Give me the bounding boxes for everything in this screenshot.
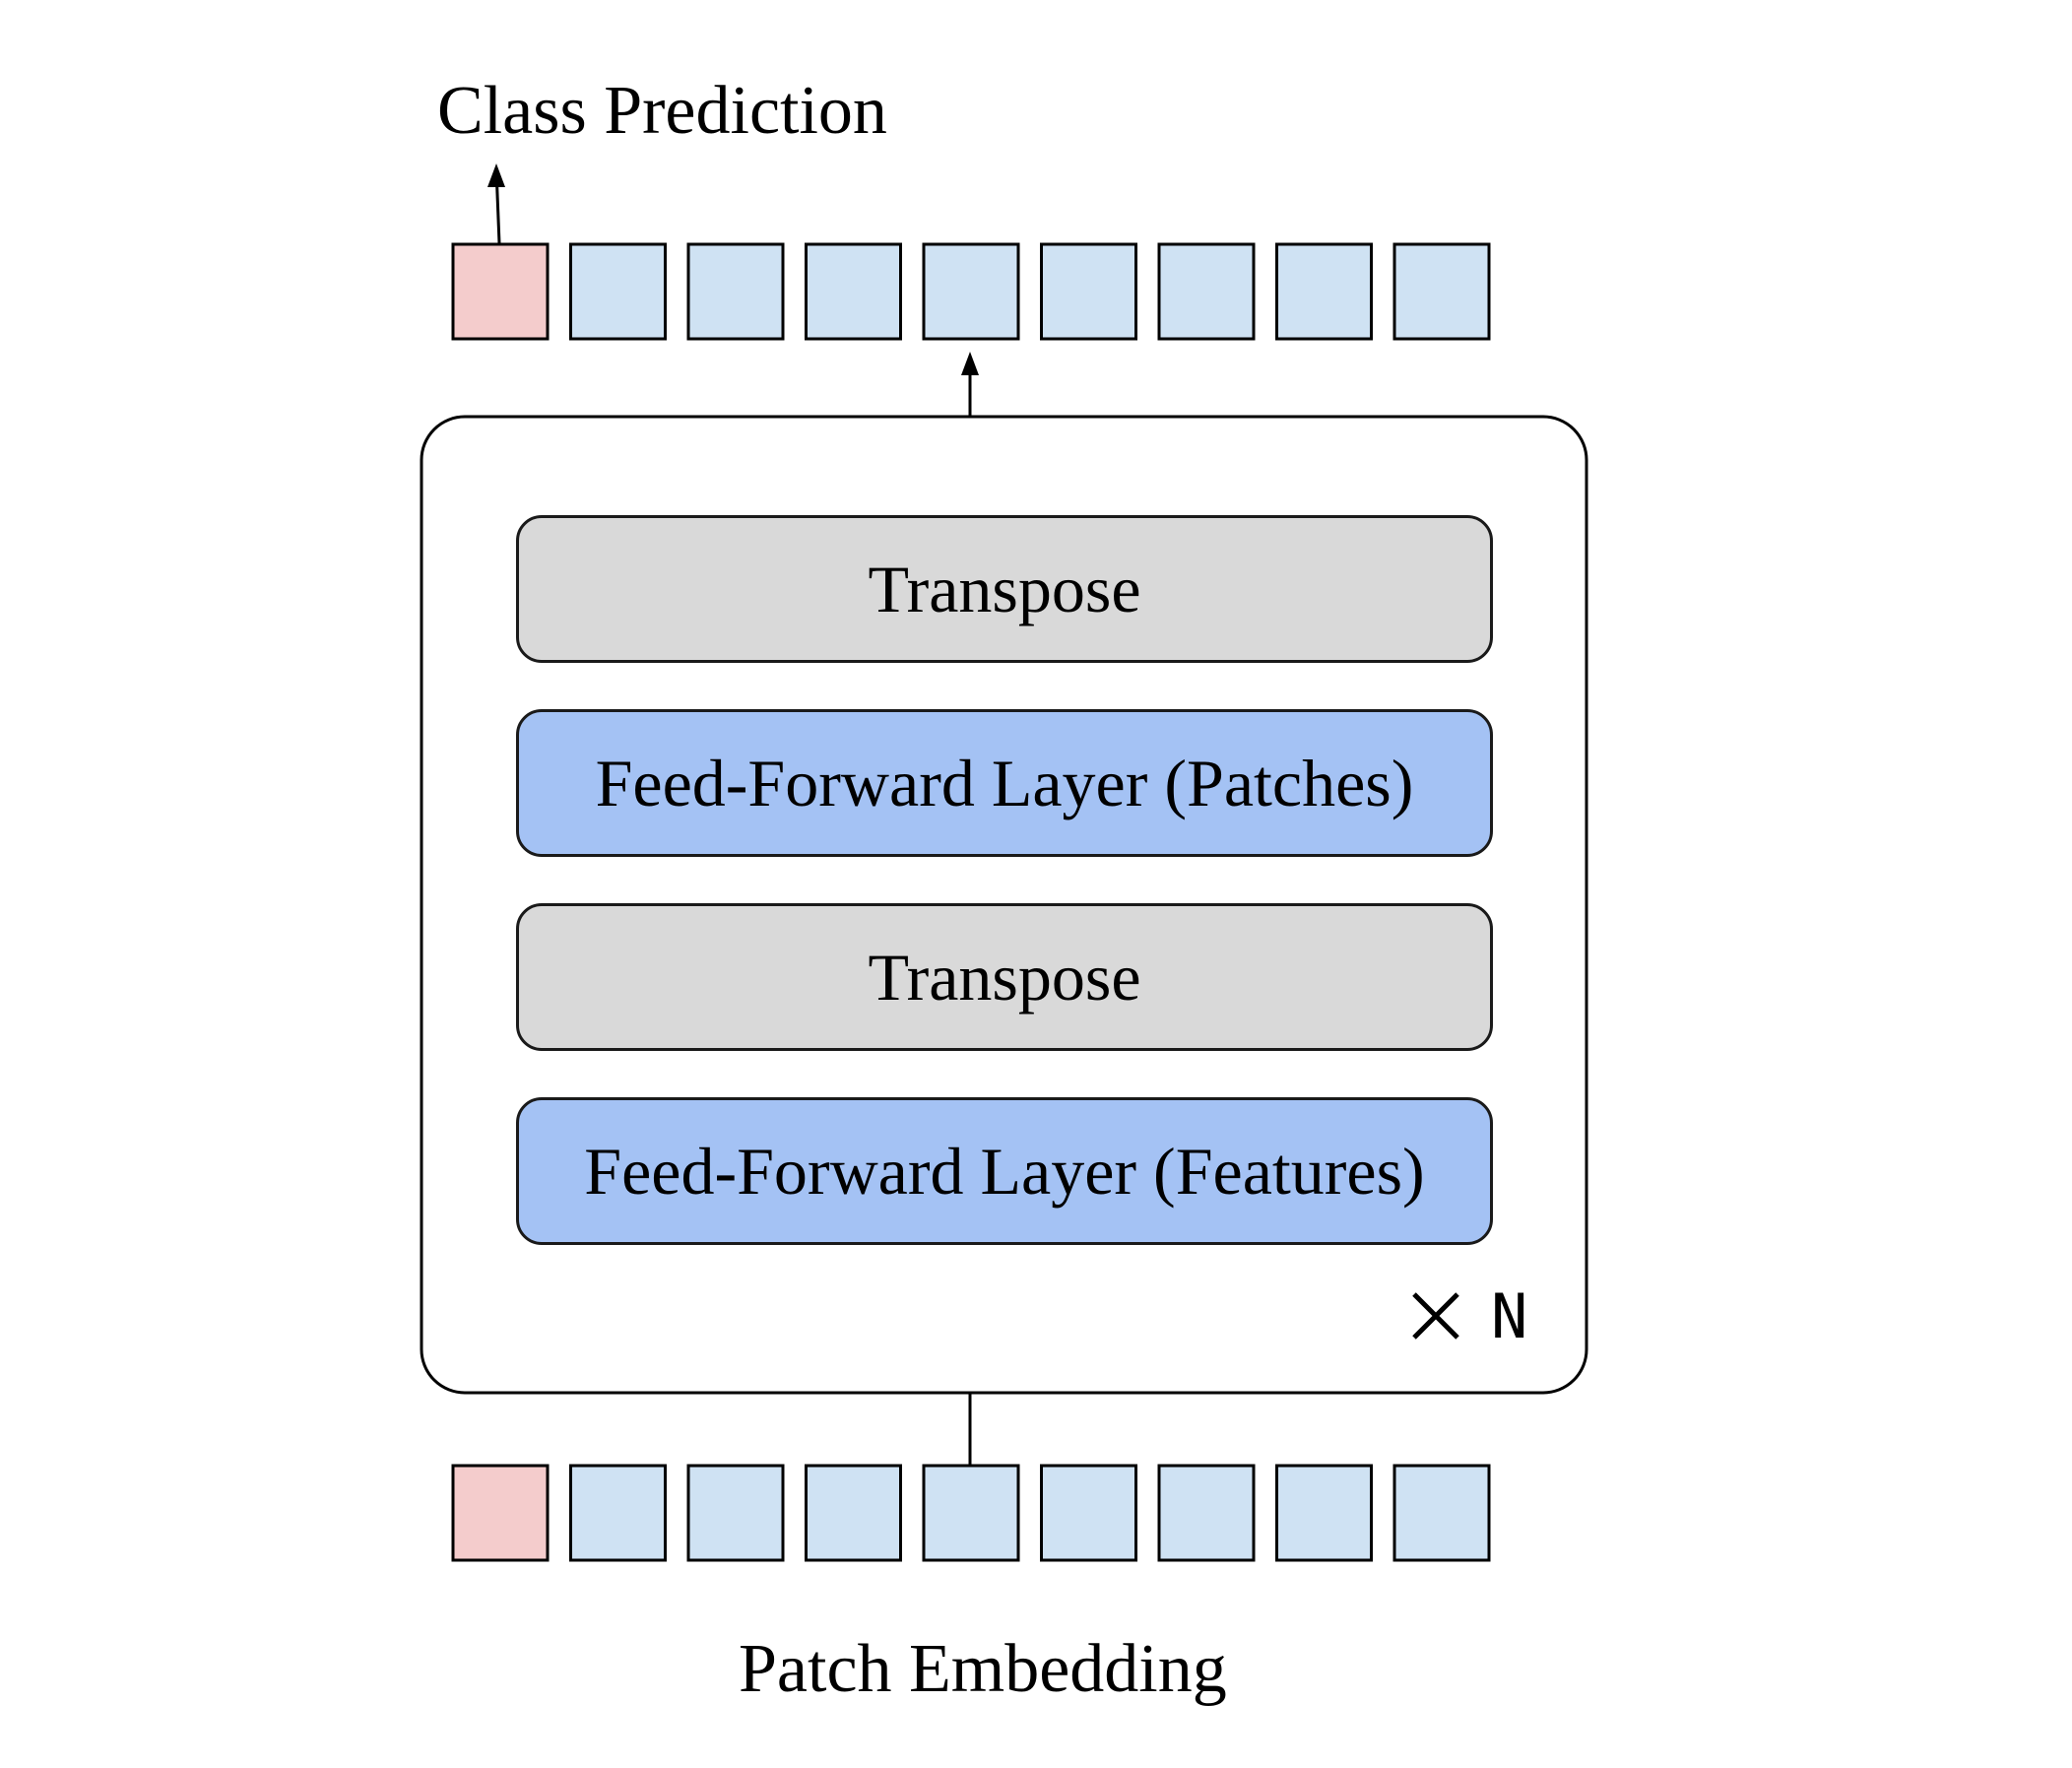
input-token-row: [451, 1464, 1491, 1562]
input-patch-token: [686, 1464, 785, 1562]
input-patch-token: [922, 1464, 1020, 1562]
output-class-token: [451, 242, 550, 341]
output-patch-token: [922, 242, 1020, 341]
output-patch-token: [1040, 242, 1137, 341]
block-output-arrow-head: [961, 352, 979, 375]
input-patch-token: [1275, 1464, 1373, 1562]
output-patch-token: [1275, 242, 1373, 341]
output-patch-token: [805, 242, 902, 341]
output-patch-token: [569, 242, 667, 341]
class-prediction-arrow-head: [487, 164, 505, 187]
repeat-count-label: N: [1491, 1280, 1528, 1352]
input-patch-token: [569, 1464, 667, 1562]
output-patch-token: [686, 242, 785, 341]
transpose-layer-top: Transpose: [516, 515, 1493, 663]
output-patch-token: [1392, 242, 1491, 341]
input-label: Patch Embedding: [739, 1631, 1227, 1707]
feed-forward-patches-layer: Feed-Forward Layer (Patches): [516, 709, 1493, 857]
feed-forward-features-layer: Feed-Forward Layer (Features): [516, 1097, 1493, 1245]
output-patch-token: [1157, 242, 1256, 341]
output-token-row: [451, 242, 1491, 341]
input-class-token: [451, 1464, 550, 1562]
input-patch-token: [1040, 1464, 1137, 1562]
input-patch-token: [1157, 1464, 1256, 1562]
input-patch-token: [805, 1464, 902, 1562]
repeat-cross-icon: [1412, 1292, 1459, 1340]
output-label: Class Prediction: [437, 73, 887, 149]
input-patch-token: [1392, 1464, 1491, 1562]
transpose-layer-bottom: Transpose: [516, 903, 1493, 1051]
